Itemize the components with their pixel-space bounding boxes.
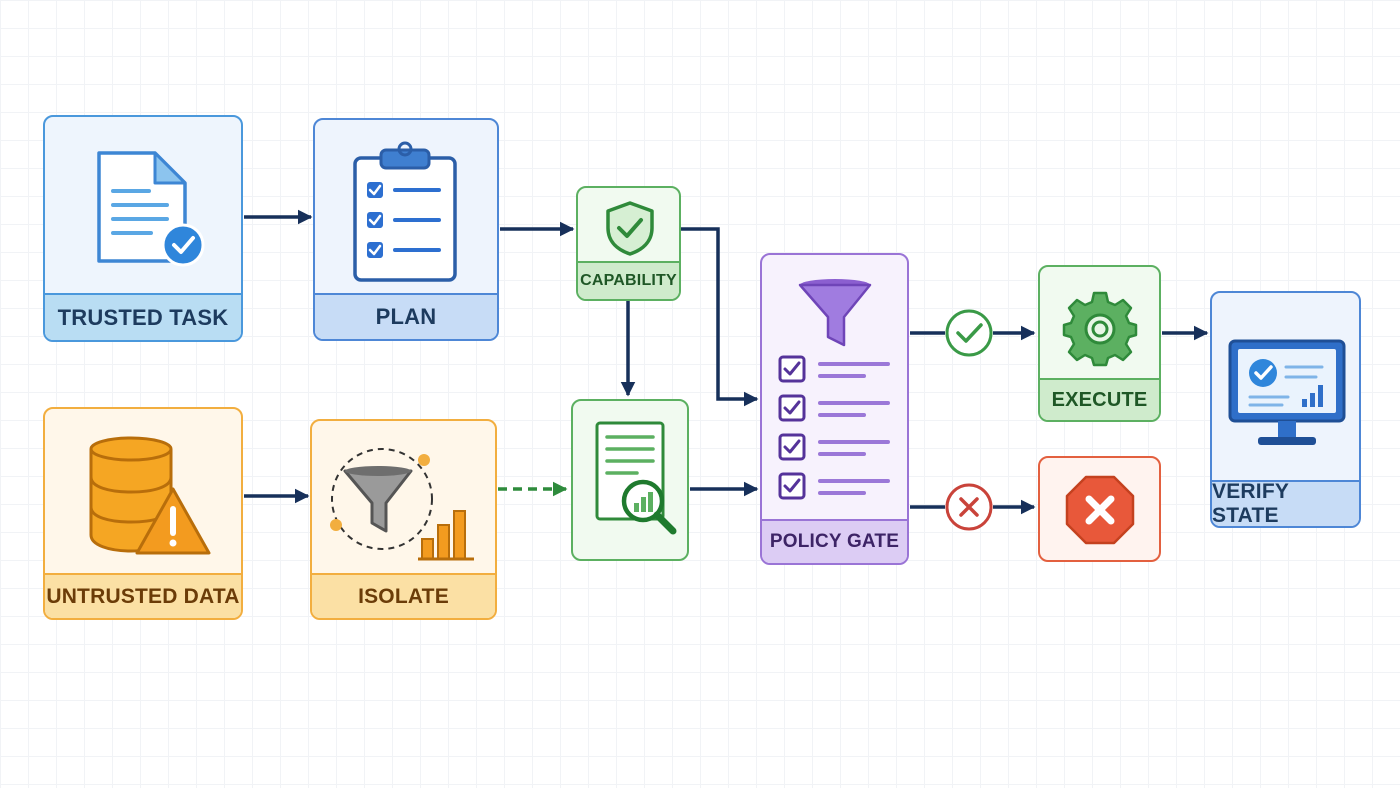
node-review [571, 399, 689, 561]
node-execute: EXECUTE [1038, 265, 1161, 422]
node-isolate: ISOLATE [310, 419, 497, 620]
database-warning-icon [89, 436, 211, 555]
arrow-capability-to-policy [681, 227, 759, 407]
stop-octagon-icon [1065, 475, 1135, 545]
document-magnifier-icon [595, 421, 677, 535]
monitor-check-icon [1228, 339, 1346, 445]
node-label: EXECUTE [1040, 378, 1159, 420]
clipboard-checklist-icon [353, 141, 457, 282]
node-label: CAPABILITY [578, 261, 679, 299]
document-check-icon [97, 151, 205, 267]
check-circle-icon [945, 309, 993, 357]
node-untrusted-data: UNTRUSTED DATA [43, 407, 243, 620]
node-blocked [1038, 456, 1161, 562]
node-plan: PLAN [313, 118, 499, 341]
node-label: TRUSTED TASK [45, 293, 241, 340]
funnel-chart-icon [330, 448, 474, 561]
gear-icon [1062, 291, 1138, 367]
node-label: VERIFY STATE [1212, 480, 1359, 526]
node-verify-state: VERIFY STATE [1210, 291, 1361, 528]
node-label: UNTRUSTED DATA [45, 573, 241, 618]
node-label: POLICY GATE [762, 519, 907, 563]
x-circle-icon [945, 483, 993, 531]
node-label: ISOLATE [312, 573, 495, 618]
funnel-checklist-icon [778, 279, 890, 500]
node-trusted-task: TRUSTED TASK [43, 115, 243, 342]
node-policy-gate: POLICY GATE [760, 253, 909, 565]
shield-check-icon [606, 201, 654, 256]
node-label: PLAN [315, 293, 497, 339]
node-capability: CAPABILITY [576, 186, 681, 301]
